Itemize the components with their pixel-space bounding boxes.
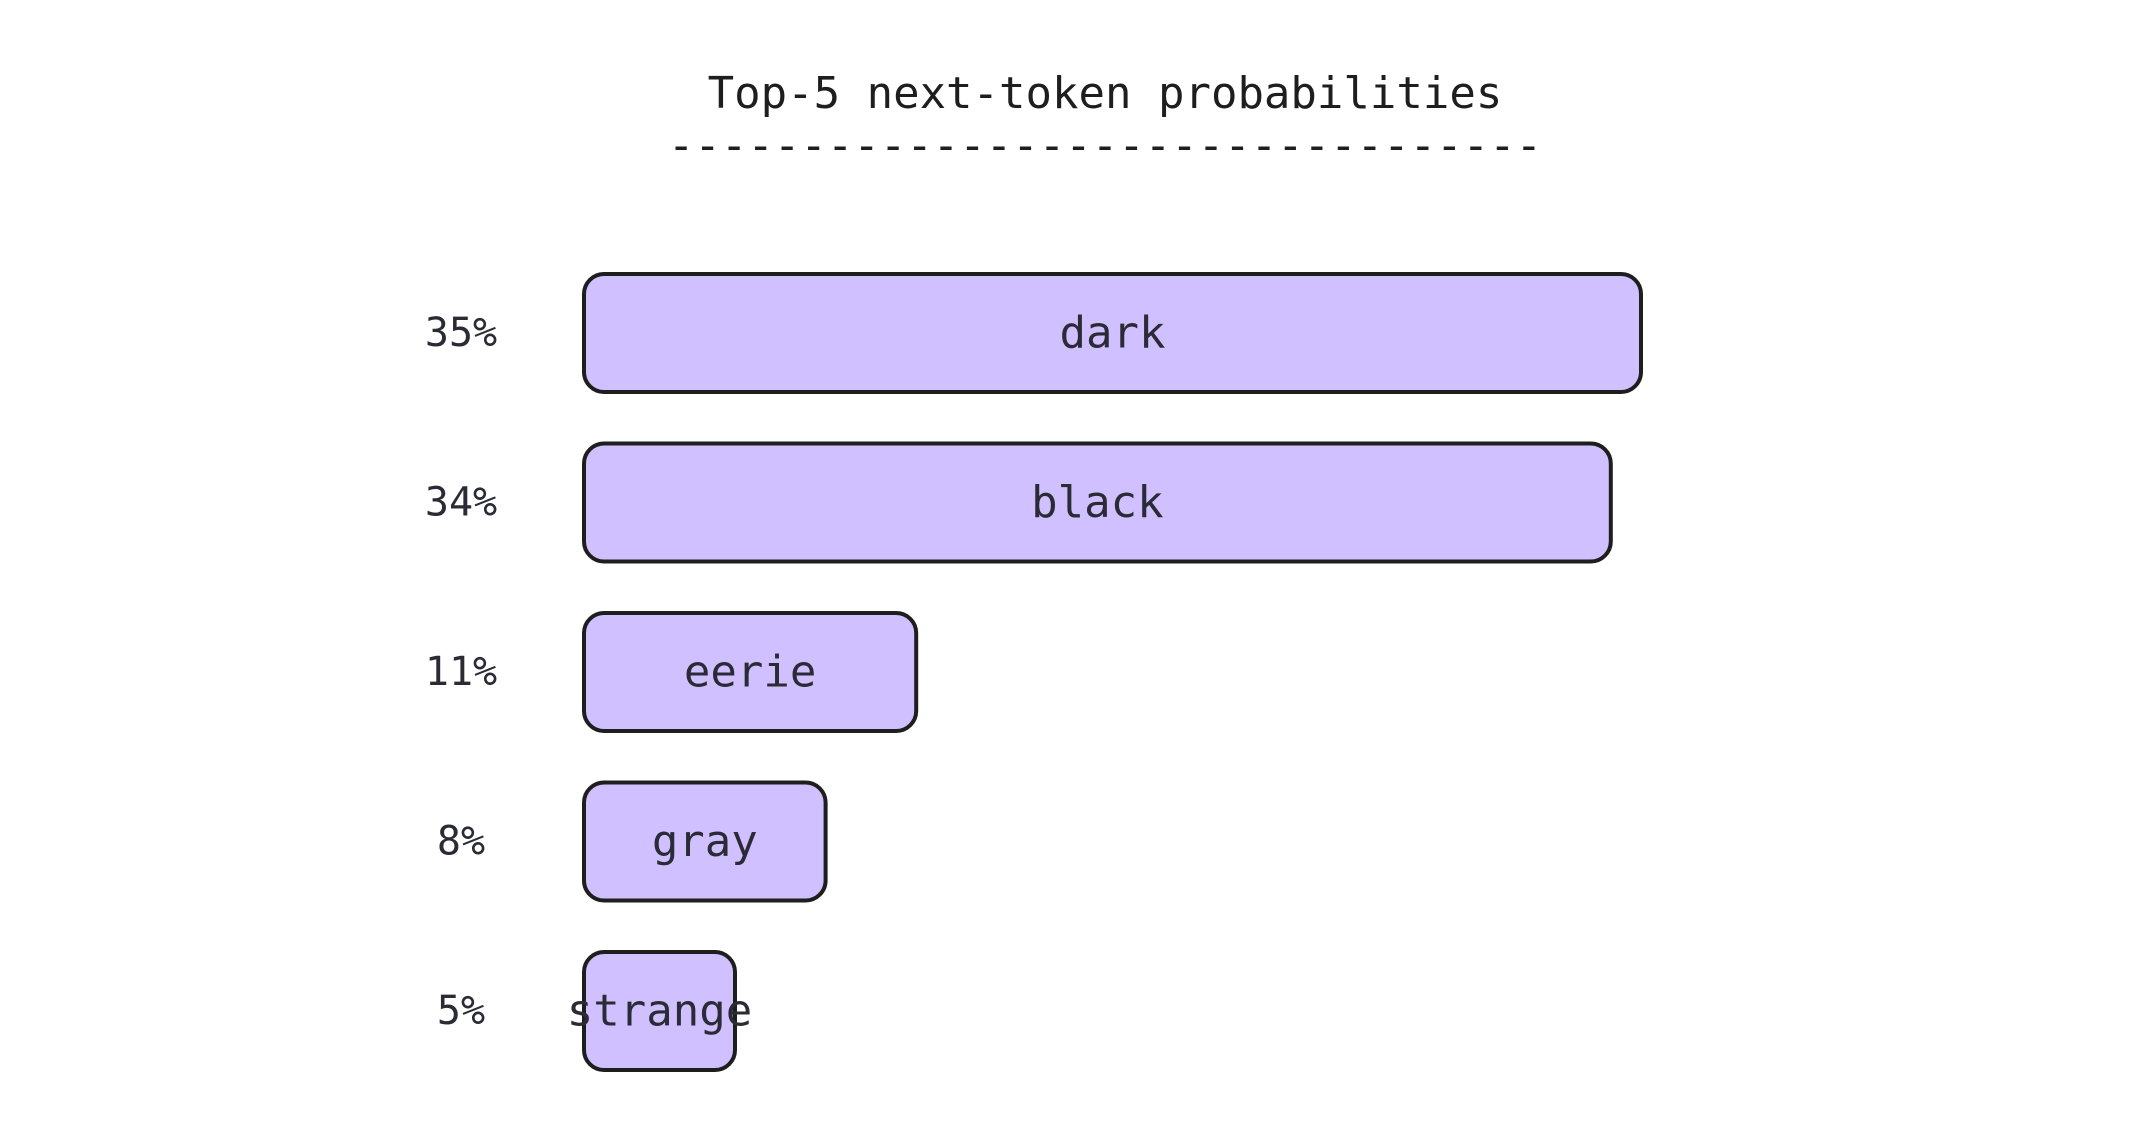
bar-label-gray: gray	[652, 816, 758, 867]
bar-label-black: black	[1031, 477, 1163, 528]
bar-dark	[582, 272, 1643, 394]
bar-gray	[582, 780, 828, 903]
chart-title: Top-5 next-token probabilities	[708, 68, 1503, 119]
title-underline: ---------------------------------	[668, 120, 1542, 171]
bar-eerie	[582, 611, 919, 733]
value-label-eerie: 11%	[425, 649, 497, 695]
bar-label-dark: dark	[1060, 308, 1166, 359]
bar-label-strange: strange	[567, 986, 752, 1037]
value-label-dark: 35%	[425, 310, 497, 356]
bar-label-eerie: eerie	[684, 647, 816, 698]
bar-black	[582, 441, 1613, 564]
bars-group: dark 35% black 34% eerie 11% gray 8% strange 5%	[425, 272, 1643, 1072]
value-label-strange: 5%	[437, 988, 485, 1034]
value-label-black: 34%	[425, 480, 497, 526]
value-label-gray: 8%	[437, 819, 485, 865]
bar-strange	[582, 950, 737, 1072]
